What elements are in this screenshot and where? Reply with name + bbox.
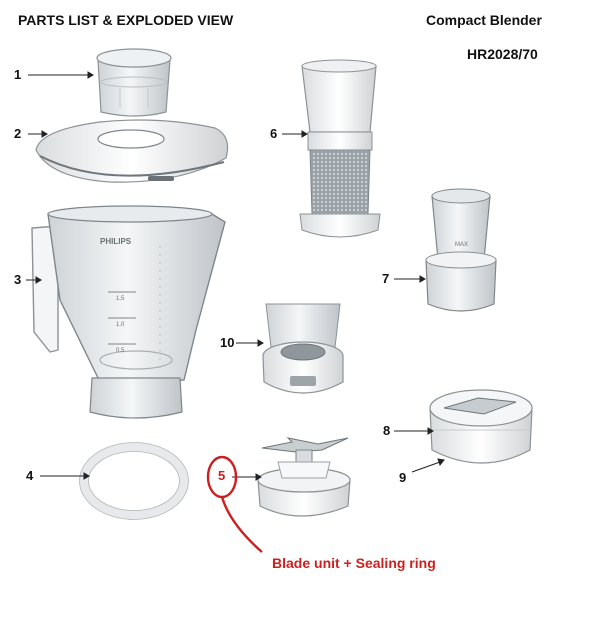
part-2-jar-lid [35,119,229,183]
cup-max-mark: MAX [455,242,468,248]
part-number-1: 1 [14,67,22,82]
part-6-filter [299,59,381,238]
part-number-5: 5 [218,468,226,483]
leader-lines [26,71,445,481]
part-number-10: 10 [220,335,235,350]
part-number-6: 6 [270,126,278,141]
blade-unit-callout-marker [206,455,263,553]
jar-scale-1-0: 1.0 [116,322,125,328]
part-number-7: 7 [382,271,390,286]
product-name: Compact Blender [426,12,542,28]
part-10-coupling-base [262,303,344,394]
part-3-blender-jar: PHILIPS 1.5 1.0 0.5 [31,205,226,419]
page-title: PARTS LIST & EXPLODED VIEW [18,12,234,28]
part-number-9: 9 [399,470,407,485]
jar-brand-text: PHILIPS [100,237,132,246]
jar-scale-1-5: 1.5 [116,296,125,302]
part-7-grinding-cup: MAX [425,188,497,312]
blade-unit-callout-label: Blade unit + Sealing ring [272,555,436,571]
part-1-measuring-cap [96,48,172,117]
part-4-sealing-ring [79,442,189,520]
model-number: HR2028/70 [467,46,538,62]
part-number-8: 8 [383,423,391,438]
part-8-9-grinder-lid [429,389,533,464]
part-5-blade-unit [257,437,351,517]
part-number-3: 3 [14,272,22,287]
jar-scale-0-5: 0.5 [116,348,125,354]
part-number-4: 4 [26,468,34,483]
part-number-2: 2 [14,126,22,141]
